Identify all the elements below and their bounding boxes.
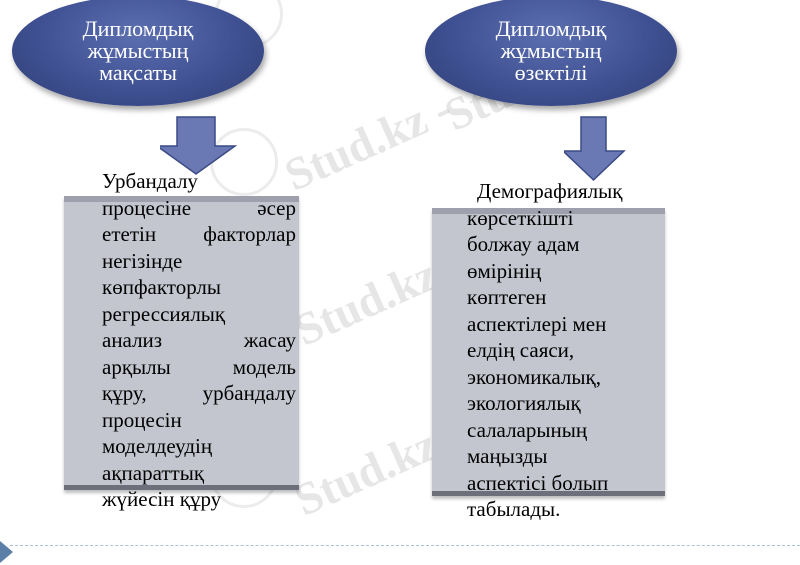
goal-text-line: моделдеудің	[102, 434, 213, 458]
relevance-text: Демографиялық көрсеткішті болжау адам өм…	[467, 178, 661, 523]
relevance-text-line: өмірінің	[467, 258, 542, 283]
goal-text-line: құру,урбандалу	[102, 381, 296, 405]
relevance-ellipse: Дипломдық жұмыстың өзектілі	[425, 0, 677, 106]
relevance-title-line: жұмыстың	[500, 38, 602, 63]
relevance-text-line: Демографиялық	[477, 179, 623, 203]
relevance-text-line: көрсеткішті	[467, 205, 574, 230]
goal-text-line: регрессиялық	[102, 301, 226, 326]
goal-text-line: жүйесін құру	[102, 487, 222, 511]
goal-panel	[64, 196, 299, 490]
relevance-text-line: экономикалық,	[467, 364, 601, 389]
relevance-title-line: Дипломдық	[495, 16, 607, 41]
goal-text-line: процесін	[102, 407, 182, 432]
goal-text-line: ақпараттық	[102, 460, 205, 485]
relevance-title-line: өзектілі	[514, 60, 588, 85]
down-arrow-icon	[564, 116, 626, 182]
relevance-text-line: маңызды	[467, 444, 548, 468]
relevance-text-line: салаларының	[467, 417, 588, 442]
relevance-text-line: аспектілері мен	[467, 311, 607, 336]
goal-title-line: Дипломдық	[82, 16, 194, 41]
relevance-panel	[432, 208, 665, 496]
goal-title-line: жұмыстың	[87, 38, 189, 63]
goal-text-line: Урбандалу	[102, 169, 198, 193]
relevance-text-line: табылады.	[467, 497, 561, 521]
relevance-text-line: елдің саяси,	[467, 338, 575, 362]
relevance-text-line: болжау адам	[467, 232, 580, 256]
goal-text-line: көпфакторлы	[102, 275, 222, 299]
slide-corner-triangle-icon	[0, 541, 13, 563]
goal-text-line: негізінде	[102, 248, 183, 273]
footer-divider	[10, 545, 800, 546]
goal-title-line: мақсаты	[99, 60, 177, 85]
relevance-text-line: көптеген	[467, 285, 547, 309]
relevance-text-line: экологиялық	[467, 391, 581, 415]
watermark-text: Stud.kz -	[277, 82, 460, 201]
down-arrow-icon	[160, 116, 238, 175]
relevance-text-line: аспектісі болып	[467, 470, 609, 495]
goal-ellipse: Дипломдық жұмыстың мақсаты	[12, 0, 264, 106]
